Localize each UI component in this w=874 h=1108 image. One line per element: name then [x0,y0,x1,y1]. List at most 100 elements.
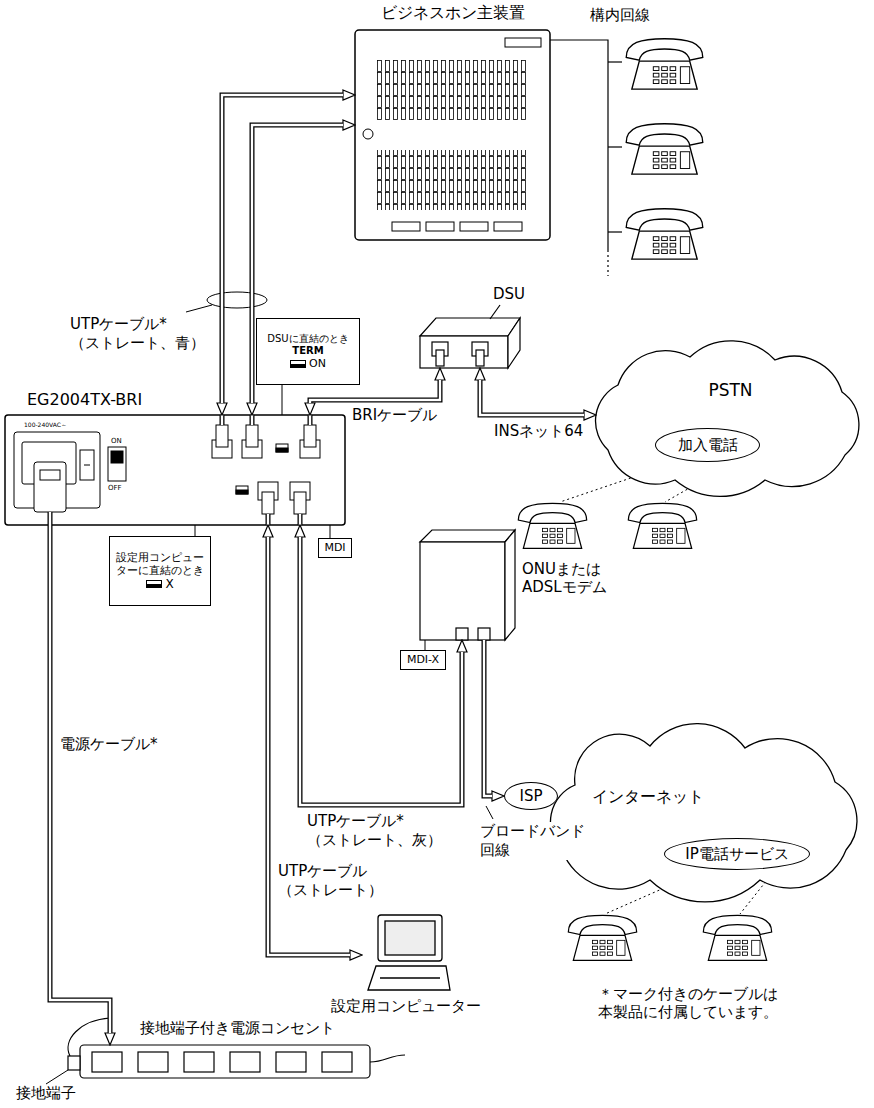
cable-label: INSネット64 [492,422,585,441]
main-unit-drawing [426,222,454,231]
dsu-unit: DSU [415,318,520,368]
node-text: ビジネスホン主装置 [355,3,550,22]
switch-symbol [147,584,162,588]
gateway-device-drawing [216,425,228,447]
switch-callout: DSUに直結のときTERMON [256,318,360,385]
gateway-device-drawing [111,451,123,463]
gateway-device-drawing [304,425,316,447]
main-unit-drawing [494,222,522,231]
leader-connector [425,640,426,650]
extension-line [608,146,622,147]
main-unit-drawing [460,222,488,231]
power-strip-drawing [68,1018,110,1056]
cable-connector [484,640,492,796]
gateway-device-drawing [40,470,60,480]
power-strip-drawing [184,1052,214,1072]
cable-connector [300,532,462,805]
switch-symbol [291,360,306,367]
cable-label: BRIケーブル [350,406,439,425]
dsu-drawing [420,336,508,368]
node-text: 設定用コンピュー ターに直結のとき [115,551,205,577]
cable-stub [50,415,310,525]
gateway-device: EG2004TX-BRI [5,415,345,525]
power-strip-drawing [322,1052,352,1072]
power-strip-drawing [92,1052,122,1072]
power-strip-drawing [370,1055,405,1062]
dsu-drawing [508,318,520,368]
main-unit-drawing [355,30,550,240]
phone-icon [626,124,703,174]
main-unit: ビジネスホン主装置 [355,30,550,240]
leader-connector [282,385,283,415]
phone-icon [568,915,636,960]
cable-label: 電源ケーブル* [58,735,160,754]
cable-stub [50,415,310,525]
extension-line [550,40,622,276]
switch-symbol [147,581,162,588]
note-text: 構内回線 [590,6,650,24]
cable-bundle-mark [207,292,267,308]
pstn-cloud-outline [596,341,859,497]
cable-label: UTPケーブル （ストレート） [276,862,420,900]
node-text: インターネット [592,787,704,806]
node-text: PSTN [683,380,778,400]
phone-icon [626,209,703,259]
node-text: 接地端子付き電源コンセント [140,1019,335,1037]
cable-connector [480,380,584,415]
gateway-device-drawing [276,444,288,452]
node-text: EG2004TX-BRI [27,390,142,409]
cable-connector [300,537,462,805]
node-text: 加入電話 [678,436,738,454]
node-text: ON [290,357,326,370]
main-unit-drawing [392,222,420,231]
leader-connector [330,525,331,538]
power-strip: 接地端子付き電源コンセント [80,1045,370,1078]
node-text: MDI-X [407,653,439,666]
cable-connector [300,532,462,805]
phone-icon [518,503,586,548]
power-strip-drawing [68,1018,405,1078]
power-strip-drawing [276,1052,306,1072]
onu-drawing [478,628,490,640]
cable-label: UTPケーブル* （ストレート、灰） [305,812,459,850]
computer-drawing [368,915,450,990]
onu-drawing [420,530,515,542]
extension-line [550,40,608,250]
power-strip-drawing [138,1052,168,1072]
main-unit-drawing [505,38,541,47]
leader-connector [195,525,196,536]
phone-icon [703,915,771,960]
gateway-device-drawing [262,492,274,514]
cable-bundle-mark [186,305,212,312]
note-text: OFF [108,484,122,492]
computer-drawing [378,915,442,961]
gateway-device-drawing [294,492,306,514]
gateway-device-drawing [5,415,345,525]
cable-connector [480,375,589,415]
switch-callout: 設定用コンピュー ターに直結のときX [109,536,211,606]
leader-line [486,806,493,819]
internet-cloud-outline [550,724,856,902]
gateway-device-drawing [246,425,258,447]
note-text: ＊マーク付きのケーブルは 本製品に付属しています。 [598,985,793,1021]
cable-bundle-mark [186,292,267,312]
node-text: MDI [324,541,345,554]
node-text: X [146,577,173,591]
leader-connector [282,385,283,415]
dsu-drawing [420,318,520,336]
cable-label: UTPケーブル* （ストレート、青） [68,315,218,353]
phone-icon [626,39,703,89]
node-text: IP電話サービス [685,845,788,863]
extension-line [608,61,622,62]
service-oval: 加入電話 [655,428,760,462]
onu-drawing [420,542,505,640]
dsu-drawing [436,350,444,366]
leader-line [46,1070,68,1084]
gateway-device-drawing [84,465,90,466]
gateway-device-drawing [80,450,94,480]
extension-line [608,231,622,232]
switch-symbol [290,360,306,368]
dsu-drawing [490,305,500,319]
power-strip-drawing [230,1052,260,1072]
